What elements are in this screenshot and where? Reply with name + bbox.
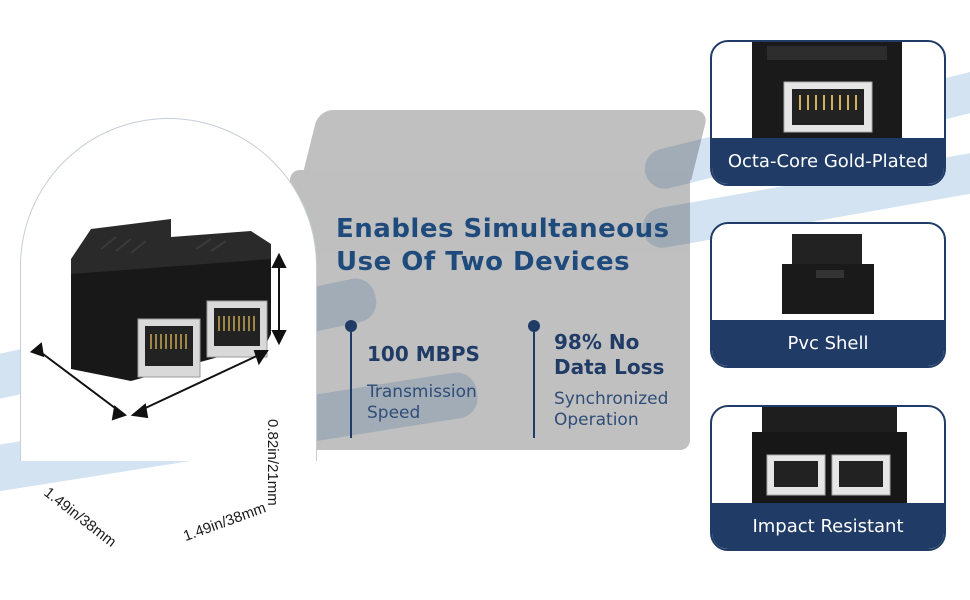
- spec-loss-desc-1: Synchronized: [554, 389, 669, 409]
- product-dimension-card: 0.82in/21mm 1.49in/38mm 1.49in/38mm: [20, 118, 317, 551]
- feature-label: Octa-Core Gold-Plated: [712, 138, 944, 184]
- spec-loss-desc-2: Operation: [554, 410, 639, 430]
- spec-bullet-icon: [528, 320, 540, 332]
- headline-line-1: Enables Simultaneous: [336, 214, 670, 244]
- rj45-port-closeup-image: [752, 42, 902, 142]
- feature-label: Impact Resistant: [712, 503, 944, 549]
- depth-dimension-label: 1.49in/38mm: [40, 484, 120, 551]
- dimension-arrows: [29, 252, 287, 421]
- spec-loss-value-2: Data Loss: [554, 355, 665, 379]
- spec-speed-value: 100 MBPS: [367, 342, 480, 366]
- feature-card-impact-resistant: Impact Resistant: [710, 405, 946, 551]
- headline-line-2: Use Of Two Devices: [336, 247, 631, 277]
- feature-label: Pvc Shell: [712, 320, 944, 366]
- dual-port-image: [752, 407, 907, 507]
- spec-speed-desc-2: Speed: [367, 403, 421, 423]
- adapter-shell-image: [782, 234, 874, 314]
- headline: Enables Simultaneous Use Of Two Devices: [336, 213, 716, 279]
- spec-speed-desc-1: Transmission: [367, 382, 477, 402]
- spec-bullet-icon: [345, 320, 357, 332]
- height-dimension-label: 0.82in/21mm: [264, 419, 281, 506]
- adapter-illustration: [29, 219, 287, 421]
- background-adapter-image: [290, 110, 710, 470]
- width-dimension-label: 1.49in/38mm: [181, 499, 269, 545]
- feature-card-gold-plated: Octa-Core Gold-Plated: [710, 40, 946, 186]
- spec-divider: [533, 332, 535, 438]
- feature-card-pvc-shell: Pvc Shell: [710, 222, 946, 368]
- spec-divider: [350, 332, 352, 438]
- spec-loss-value-1: 98% No: [554, 330, 640, 354]
